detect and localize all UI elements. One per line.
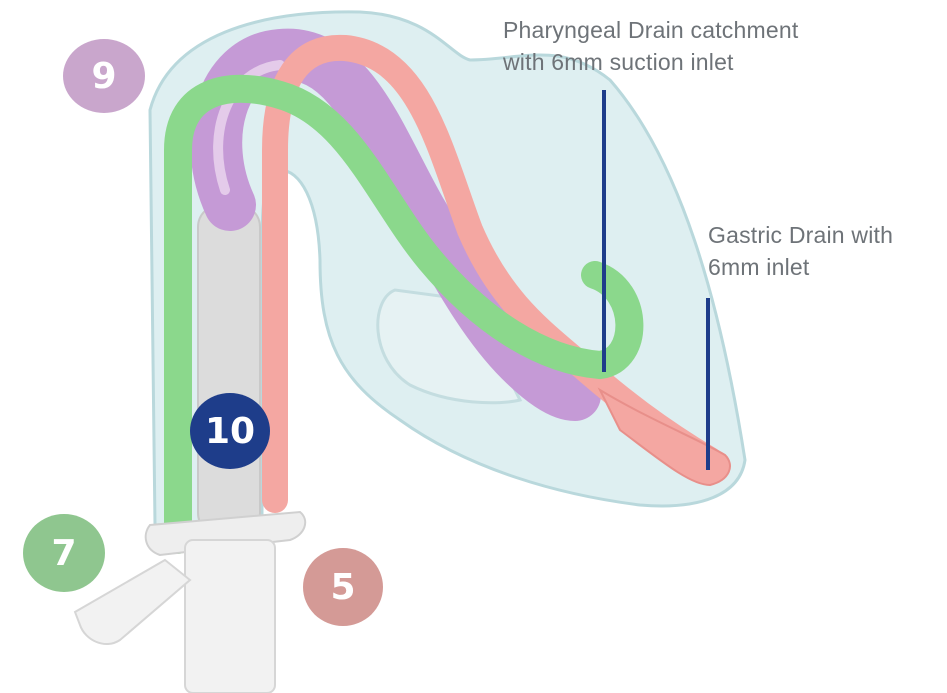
callout-pharyngeal-line2: with 6mm suction inlet (503, 46, 903, 78)
badge-7: 7 (23, 514, 105, 592)
callout-gastric-drain: Gastric Drain with 6mm inlet (708, 219, 947, 283)
grey-tube (198, 205, 260, 535)
badge-9: 9 (63, 39, 145, 113)
badge-5: 5 (303, 548, 383, 626)
callout-pharyngeal-line1: Pharyngeal Drain catchment (503, 14, 903, 46)
callout-pharyngeal-drain: Pharyngeal Drain catchment with 6mm suct… (503, 14, 903, 78)
badge-10: 10 (190, 393, 270, 469)
callout-gastric-line1: Gastric Drain with (708, 219, 947, 251)
callout-gastric-line2: 6mm inlet (708, 251, 947, 283)
connector-stem (185, 540, 275, 693)
